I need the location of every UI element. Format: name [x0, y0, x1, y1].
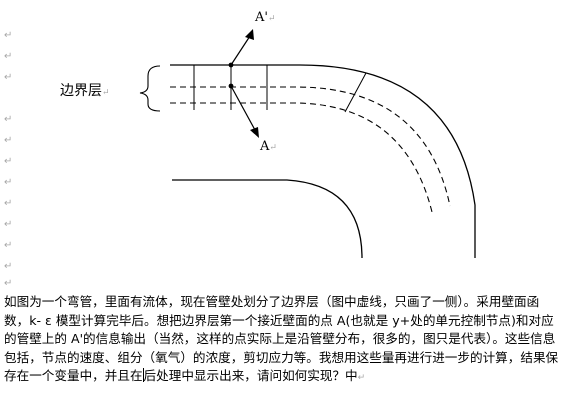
arrow-to-a — [230, 85, 256, 131]
point-a — [228, 83, 234, 89]
paragraph-mark: ↵ — [4, 240, 13, 251]
paragraph-mark: ↵ — [4, 261, 13, 272]
paragraph-mark: ↵ — [4, 135, 13, 146]
boundary-layer-label: 边界层↵ — [60, 80, 110, 100]
boundary-layer-text: 边界层 — [60, 83, 102, 99]
body-paragraph[interactable]: 如图为一个弯管，里面有流体，现在管壁处划分了边界层（图中虚线，只画了一侧）。采用… — [4, 293, 560, 388]
grid-line — [344, 72, 367, 113]
paragraph-mark: ↵ — [267, 14, 276, 24]
paragraph-mark: ↵ — [4, 30, 13, 41]
bent-pipe-figure — [139, 29, 476, 259]
paragraph-mark: ↵ — [4, 177, 13, 188]
arrow-to-a-prime — [230, 35, 251, 66]
paragraph-mark: ↵ — [4, 278, 13, 289]
paragraph-mark: ↵ — [4, 51, 13, 62]
paragraph-mark: ↵ — [269, 143, 277, 153]
point-label-a: A↵ — [260, 139, 277, 154]
body-text-end: 后处理中显示出来，请问如何实现？中 — [143, 368, 358, 384]
inner-pipe-wall — [172, 179, 363, 259]
paragraph-mark: ↵ — [4, 114, 13, 125]
point-label-text: A' — [255, 10, 268, 25]
paragraph-mark: ↵ — [4, 219, 13, 230]
point-label-text: A — [260, 139, 270, 154]
arrowhead-icon — [245, 29, 254, 40]
paragraph-mark: ↵ — [357, 373, 366, 384]
point-label-a-prime: A'↵ — [255, 10, 276, 25]
paragraph-mark: ↵ — [4, 72, 13, 83]
outer-pipe-wall — [170, 64, 476, 258]
paragraph-mark: ↵ — [4, 198, 13, 209]
boundary-brace — [139, 65, 161, 112]
boundary-layer-dashed-line — [170, 102, 433, 213]
arrowhead-icon — [250, 127, 259, 138]
paragraph-mark: ↵ — [102, 88, 110, 98]
paragraph-mark: ↵ — [4, 156, 13, 167]
text-cursor — [142, 368, 144, 383]
boundary-layer-dashed-line — [170, 86, 451, 207]
body-text-start: 如图为一个弯管，里面有流体，现在管壁处划分了边界层（图中虚线，只画了一侧）。采用… — [4, 294, 559, 384]
point-a-prime — [228, 62, 234, 68]
